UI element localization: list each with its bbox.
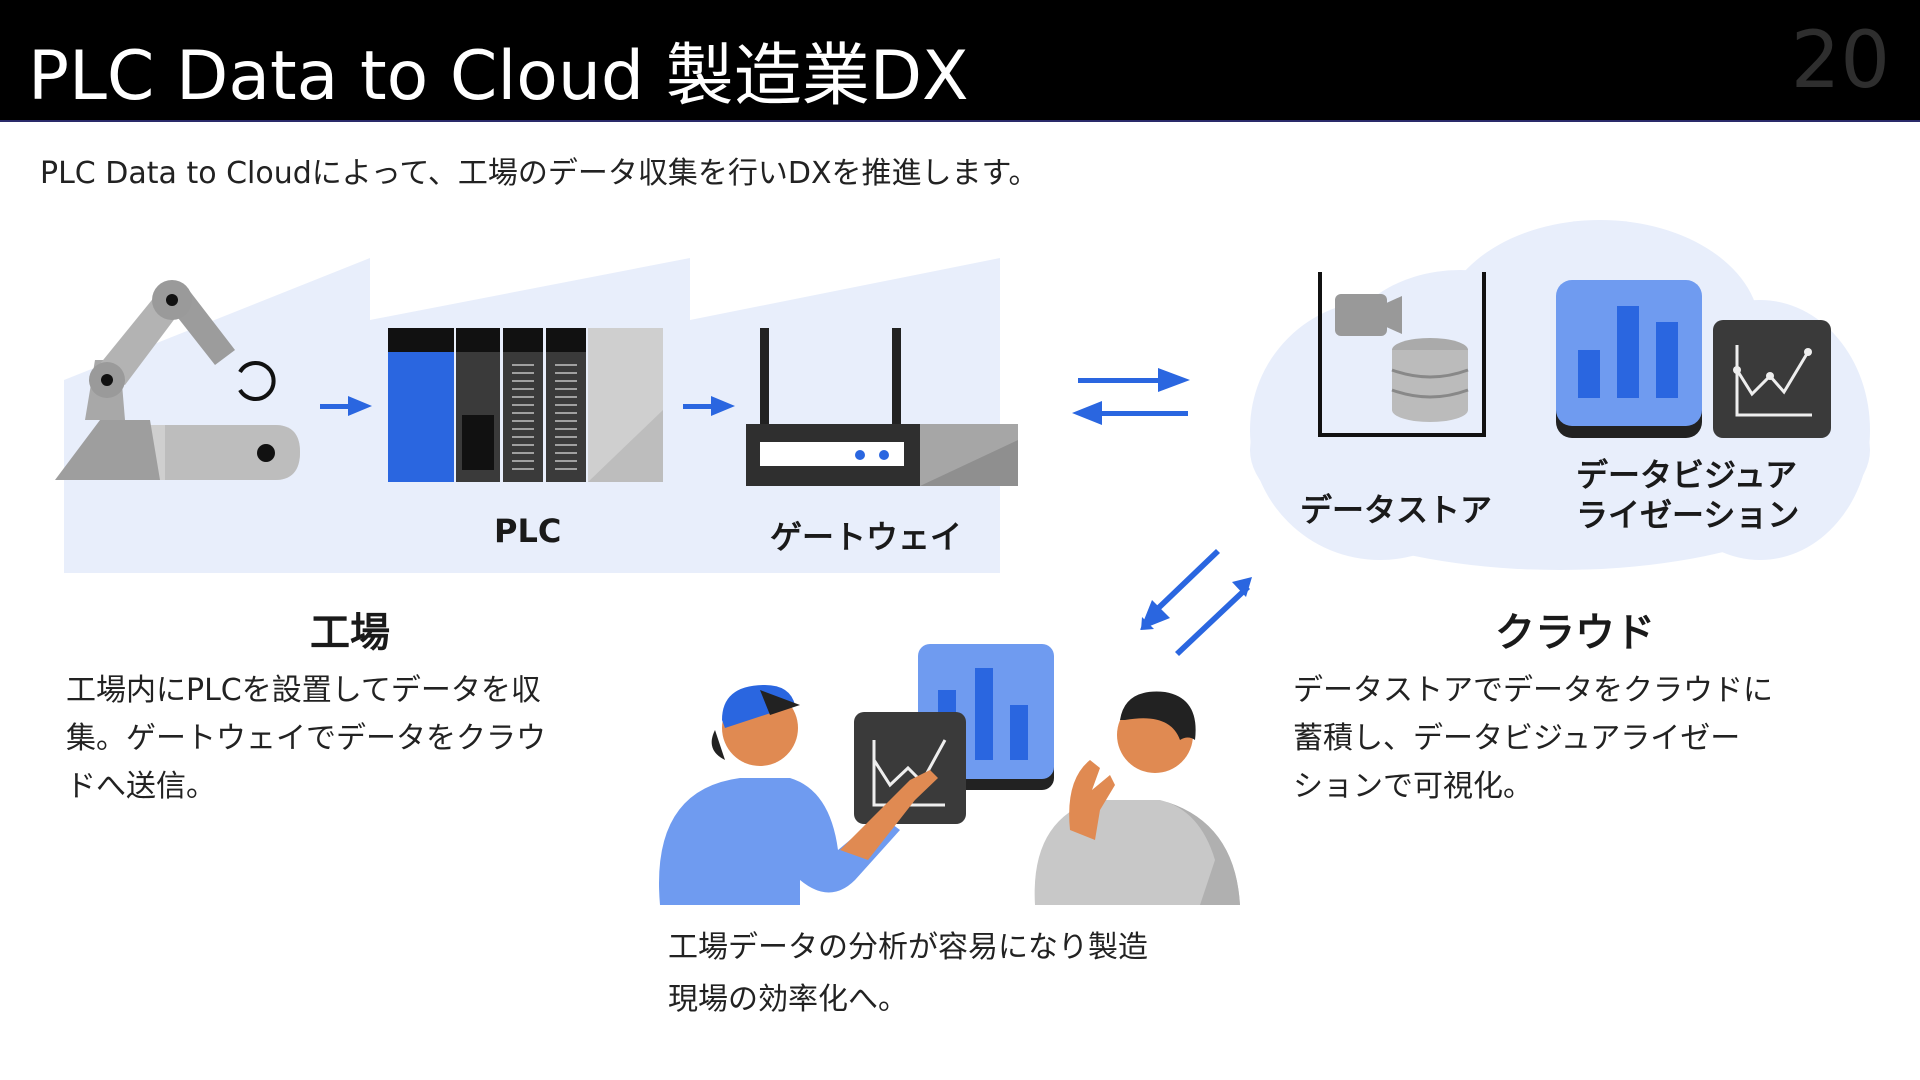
cloud-description: データストアでデータをクラウドに 蓄積し、データビジュアライゼー ションで可視化… — [1293, 667, 1773, 811]
bar-chart-icon — [1556, 280, 1702, 438]
sync-arrows-icon — [1072, 368, 1190, 425]
people-analysis-illustration — [659, 644, 1240, 905]
analysis-description: 工場データの分析が容易になり製造 現場の効率化へ。 — [668, 922, 1148, 1026]
gateway-router-icon — [746, 328, 1018, 486]
robot-arm-icon — [55, 280, 300, 480]
cloud-description-line: データストアでデータをクラウドに — [1293, 673, 1773, 708]
cloud-description-line: ションで可視化。 — [1293, 769, 1533, 804]
factory-description-line: 工場内にPLCを設置してデータを収 — [66, 673, 541, 708]
factory-description-line: ドへ送信。 — [66, 769, 216, 804]
diagonal-arrows-icon — [1140, 549, 1252, 656]
factory-description: 工場内にPLCを設置してデータを収 集。ゲートウェイでデータをクラウ ドへ送信。 — [66, 667, 546, 811]
factory-description-line: 集。ゲートウェイでデータをクラウ — [66, 721, 546, 756]
analysis-description-line: 現場の効率化へ。 — [668, 982, 908, 1017]
datastore-icon — [1318, 272, 1486, 437]
plc-label: PLC — [494, 512, 562, 550]
dataviz-label: データビジュア ライゼーション — [1576, 455, 1799, 535]
slide-number: 20 — [1790, 16, 1890, 106]
title-bar: PLC Data to Cloud 製造業DX 20 — [0, 0, 1920, 122]
dataviz-label-line: データビジュア — [1576, 456, 1798, 494]
analysis-description-line: 工場データの分析が容易になり製造 — [668, 930, 1148, 965]
subtitle: PLC Data to Cloudによって、工場のデータ収集を行いDXを推進しま… — [40, 156, 1039, 191]
datastore-label: データストア — [1300, 491, 1493, 529]
cloud-description-line: 蓄積し、データビジュアライゼー — [1293, 721, 1741, 756]
gateway-label: ゲートウェイ — [770, 518, 963, 556]
page-title: PLC Data to Cloud 製造業DX — [28, 37, 969, 116]
cloud-heading: クラウド — [1495, 610, 1655, 656]
factory-heading: 工場 — [310, 610, 390, 656]
plc-device-icon — [388, 328, 663, 482]
line-chart-icon — [1713, 320, 1831, 438]
arrow-icon — [320, 396, 735, 416]
dataviz-label-line: ライゼーション — [1576, 496, 1800, 534]
